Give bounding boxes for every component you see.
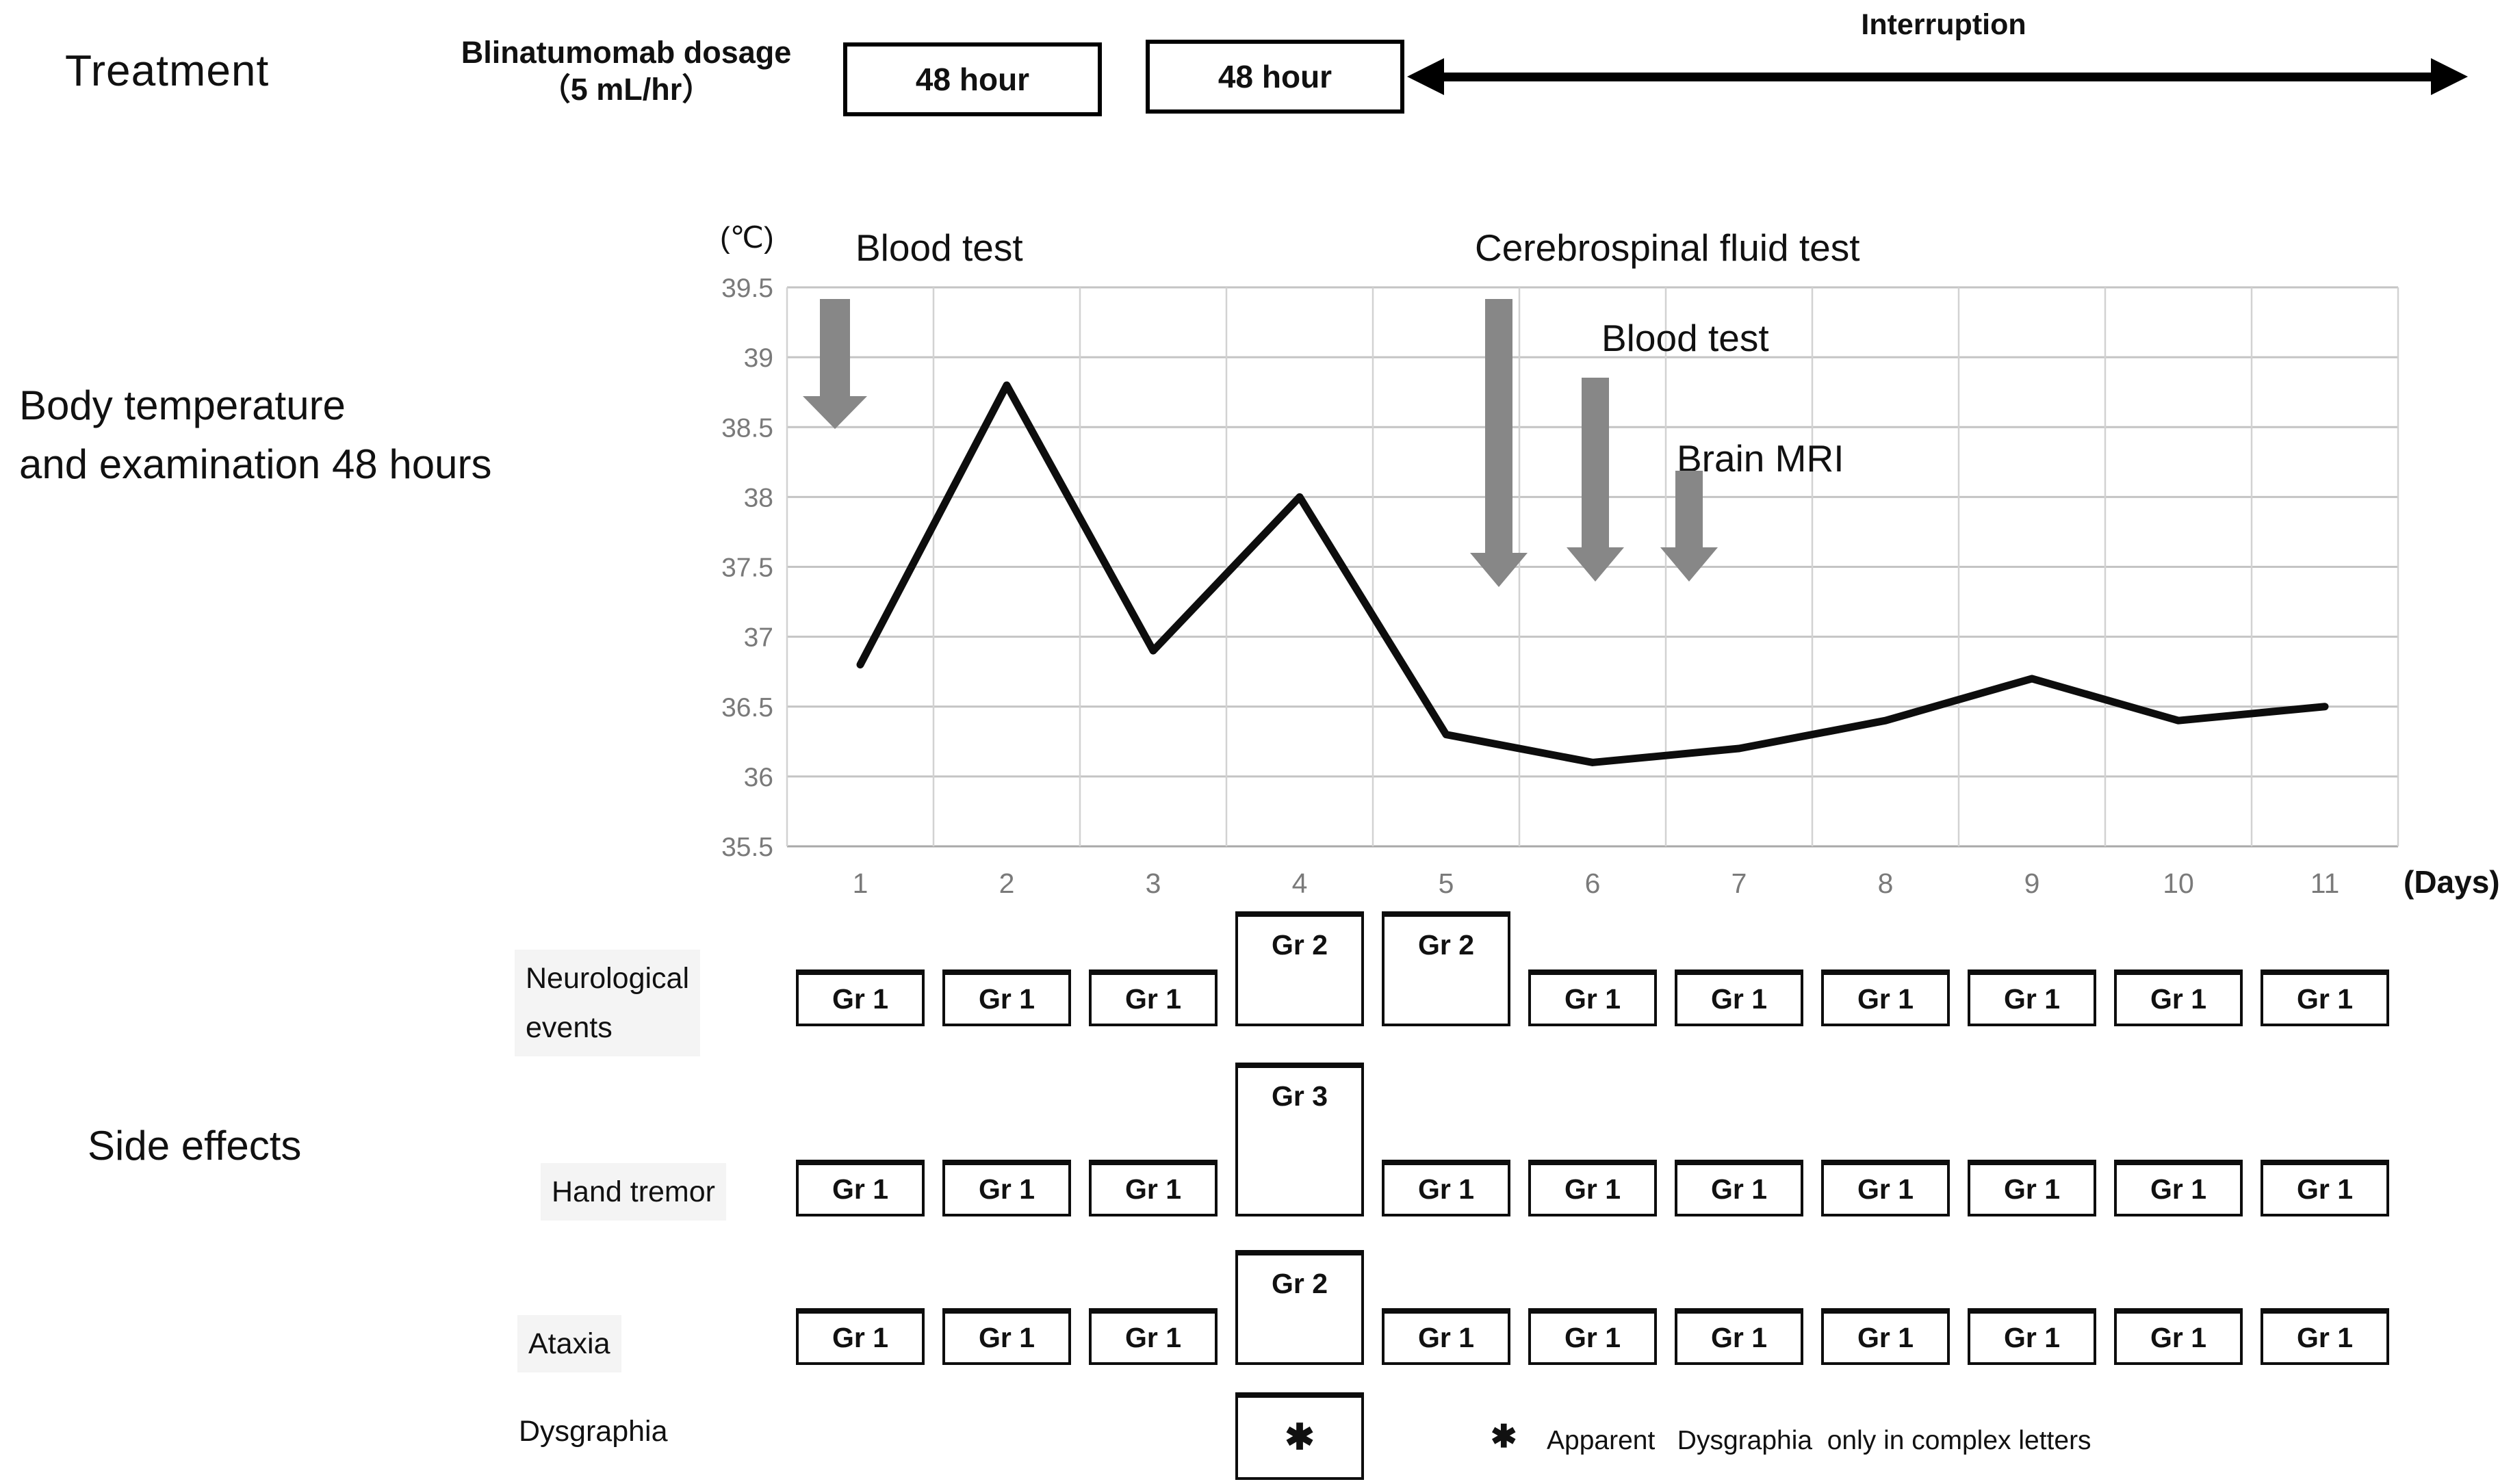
grade-box-day2: Gr 1 [942,1308,1071,1365]
grade-box-day8: Gr 1 [1821,969,1950,1026]
exam-arrow-head-icon-2 [1567,547,1624,582]
y-tick-label: 38.5 [721,413,773,443]
x-tick-label: 9 [2024,868,2040,899]
x-tick-label: 2 [999,868,1015,899]
y-tick-label: 37 [744,623,773,653]
grade-box-day3: Gr 1 [1089,1308,1218,1365]
grade-box-day1: Gr 1 [796,1160,925,1216]
footnote-text: Apparent Dysgraphia only in complex lett… [1547,1426,2091,1455]
side-effects-caption: Side effects [88,1123,302,1169]
treatment-section-label: Treatment [65,46,270,95]
grade-box-day4: Gr 3 [1235,1063,1364,1216]
exam-arrow-shaft-2 [1582,378,1609,547]
y-tick-label: 36.5 [721,693,773,723]
exam-arrow-shaft-1 [1485,299,1512,553]
y-tick-label: 36 [744,763,773,792]
body-temperature-caption-line2: and examination 48 hours [19,441,492,487]
exam-arrow-head-icon-0 [803,396,867,429]
grade-box-day6: Gr 1 [1528,1308,1657,1365]
grade-box-day1: Gr 1 [796,1308,925,1365]
grade-box-day1: Gr 1 [796,969,925,1026]
grade-box-day9: Gr 1 [1968,1160,2096,1216]
exam-arrow-shaft-3 [1675,471,1703,547]
body-temperature-caption-line1: Body temperature [19,382,346,428]
row-label-line: Dysgraphia [519,1415,668,1448]
body-temperature-caption: Body temperature and examination 48 hour… [19,376,491,494]
grade-box-day8: Gr 1 [1821,1308,1950,1365]
grade-box-day11: Gr 1 [2261,1160,2389,1216]
dosage-label: Blinatumomab dosage （5 mL/hr） [431,34,821,108]
x-tick-label: 5 [1439,868,1454,899]
x-axis-unit-label: (Days) [2404,864,2500,900]
grade-box-day10: Gr 1 [2114,1308,2243,1365]
row-label-dysgraphia: Dysgraphia [508,1403,679,1460]
interruption-arrow [1436,73,2436,81]
x-tick-label: 1 [853,868,868,899]
annotation-brain-mri: Brain MRI [1677,437,1844,480]
grade-box-day2: Gr 1 [942,1160,1071,1216]
grade-box-day6: Gr 1 [1528,969,1657,1026]
grade-box-day9: Gr 1 [1968,969,2096,1026]
y-tick-label: 37.5 [721,554,773,583]
grade-box-day10: Gr 1 [2114,969,2243,1026]
y-tick-label: 39.5 [721,274,773,303]
interruption-label: Interruption [1861,8,2026,41]
dosage-label-line2: （5 mL/hr） [539,72,713,107]
y-axis-unit-label: (℃) [720,221,774,255]
infusion-block-1: 48 hour [843,42,1102,116]
x-tick-label: 3 [1146,868,1161,899]
grade-box-day5: Gr 2 [1382,911,1510,1026]
row-label-hand-tremor: Hand tremor [541,1163,726,1221]
grade-box-day7: Gr 1 [1675,1160,1803,1216]
footnote-asterisk-icon: ✱ [1491,1418,1517,1454]
exam-arrow-head-icon-3 [1660,547,1718,582]
row-label-line: Hand tremor [552,1175,715,1208]
temperature-line [856,381,2329,766]
grade-box-day11: Gr 1 [2261,969,2389,1026]
grade-box-day6: Gr 1 [1528,1160,1657,1216]
annotation-blood-test-day1: Blood test [855,226,1023,269]
grade-box-day2: Gr 1 [942,969,1071,1026]
x-tick-label: 10 [2163,868,2194,899]
dosage-label-line1: Blinatumomab dosage [461,35,792,70]
infusion-block-1-label: 48 hour [915,62,1030,97]
infusion-block-2: 48 hour [1146,40,1404,114]
grade-box-day5: Gr 1 [1382,1308,1510,1365]
y-tick-label: 38 [744,483,773,512]
grade-box-day8: Gr 1 [1821,1160,1950,1216]
grade-box-day3: Gr 1 [1089,1160,1218,1216]
x-tick-label: 7 [1731,868,1747,899]
grade-box-day7: Gr 1 [1675,1308,1803,1365]
row-label-line: Neurological [526,962,690,995]
y-tick-label: 39 [744,343,773,373]
arrowhead-left-icon [1407,58,1444,95]
temperature-chart: 39.5 39 38.5 38 37.5 37 36.5 36 35.5 1 2 3 4 5 6 7 8 9 10 1… [721,274,2399,899]
x-tick-label: 6 [1585,868,1601,899]
infusion-block-2-label: 48 hour [1218,59,1332,94]
x-tick-label: 4 [1292,868,1308,899]
arrowhead-right-icon [2431,58,2468,95]
row-label-line: Ataxia [528,1327,610,1360]
grade-box-day7: Gr 1 [1675,969,1803,1026]
grade-box-day3: Gr 1 [1089,969,1218,1026]
grade-box-day4: Gr 2 [1235,911,1364,1026]
annotation-blood-test-day6: Blood test [1601,317,1769,359]
grade-box-day10: Gr 1 [2114,1160,2243,1216]
grade-box-day11: Gr 1 [2261,1308,2389,1365]
row-label-neurological-events: Neurological events [515,950,701,1057]
annotation-csf-test: Cerebrospinal fluid test [1475,226,1860,269]
row-label-line: events [526,1011,613,1045]
grade-box-day5: Gr 1 [1382,1160,1510,1216]
exam-arrow-shaft-0 [820,299,850,396]
grade-box-day9: Gr 1 [1968,1308,2096,1365]
y-tick-label: 35.5 [721,833,773,862]
x-tick-label: 8 [1878,868,1894,899]
row-label-ataxia: Ataxia [517,1315,621,1373]
grade-box-day4: ✱ [1235,1392,1364,1480]
x-tick-label: 11 [2310,868,2340,899]
exam-arrow-head-icon-1 [1470,553,1528,587]
grade-box-day4: Gr 2 [1235,1250,1364,1365]
